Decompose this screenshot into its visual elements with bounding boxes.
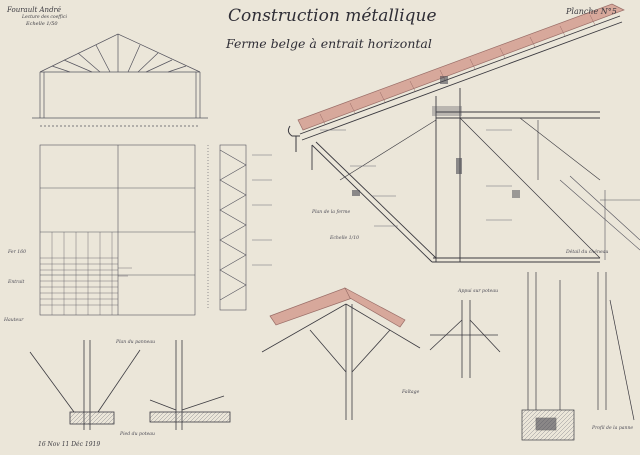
plan-hatched-zone	[40, 232, 132, 315]
main-truss	[299, 15, 623, 263]
drawing-subtitle: Ferme belge à entrait horizontal	[226, 36, 432, 51]
plan-grid	[39, 144, 196, 316]
label-profil: Profil de la panne	[592, 426, 634, 431]
drawing-title: Construction métallique	[228, 6, 437, 26]
truss-gusset-plates	[352, 76, 520, 198]
column-section	[521, 272, 635, 441]
author-note: Lecture des coeffici	[22, 15, 67, 20]
author-name: Fourault André	[7, 6, 62, 14]
foot-details	[29, 340, 231, 430]
label-fer: Fer 160	[8, 250, 27, 255]
label-faitage: Faîtage	[402, 390, 420, 395]
label-detail-gouttiere: Détail du chéneau	[566, 250, 609, 255]
lattice-column	[207, 144, 247, 311]
scale-label: Echelle 1/50	[26, 21, 58, 27]
drawing-date: 16 Nov 11 Déc 1919	[38, 441, 101, 448]
label-demi-ferme: Plan de la ferme	[312, 210, 351, 215]
label-pied: Pied du poteau	[120, 432, 156, 437]
roof-covering	[269, 3, 625, 328]
label-appui: Appui sur poteau	[458, 289, 499, 294]
label-hauteur: Hauteur	[4, 318, 24, 323]
truss-elevation-small	[32, 33, 208, 127]
right-detail	[559, 175, 640, 260]
plate-number: Planche N°5	[566, 7, 617, 16]
label-entrait: Entrait	[8, 280, 25, 285]
gutter	[287, 125, 300, 152]
annotation-strokes	[252, 129, 512, 266]
support-detail	[429, 300, 501, 378]
ridge-detail	[261, 303, 421, 420]
label-scale-mid: Echelle 1/10	[330, 236, 360, 241]
label-plan-panne: Plan du panneau	[116, 340, 156, 345]
